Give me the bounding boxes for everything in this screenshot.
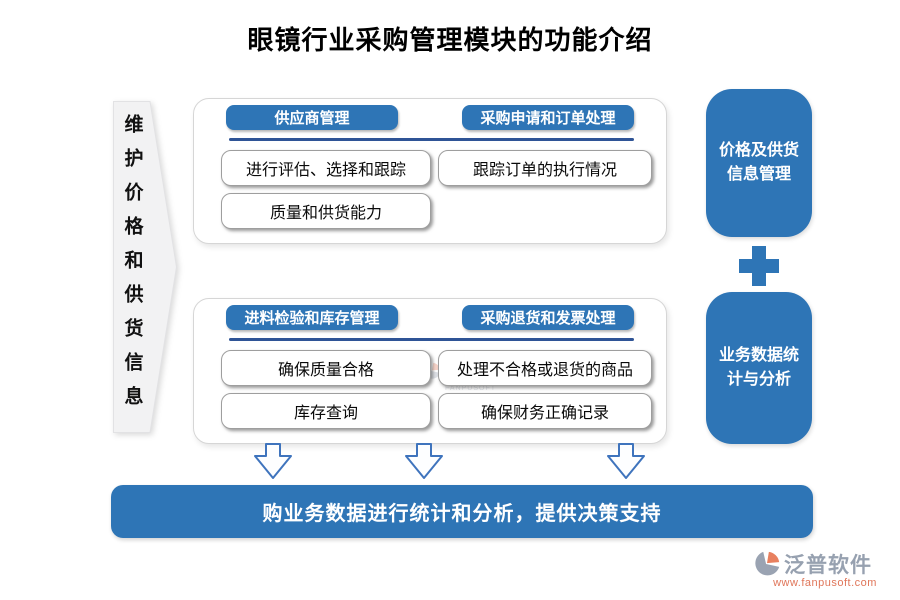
left-banner: 维护价格和供货信息 — [113, 101, 177, 433]
item-track-order-execution: 跟踪订单的执行情况 — [438, 150, 652, 186]
vendor-logo: 泛普软件 www.fanpusoft.com — [752, 549, 898, 589]
down-arrow-icon — [405, 443, 443, 479]
box-line: 信息管理 — [726, 166, 791, 183]
header-purchase-request-order: 采购申请和订单处理 — [462, 105, 634, 130]
panel-supplier-orders: 供应商管理 采购申请和订单处理 进行评估、选择和跟踪 跟踪订单的执行情况 质量和… — [193, 98, 667, 244]
plus-icon — [739, 246, 779, 286]
item-evaluate-select-track: 进行评估、选择和跟踪 — [221, 150, 431, 186]
summary-bar: 购业务数据进行统计和分析，提供决策支持 — [111, 485, 813, 538]
item-quality-supply-capacity: 质量和供货能力 — [221, 193, 431, 229]
box-line: 计与分析 — [726, 371, 791, 388]
panel-divider-line — [229, 138, 634, 141]
header-inspection-inventory: 进料检验和库存管理 — [226, 305, 398, 330]
banner-vertical-text: 维护价格和供货信息 — [121, 114, 143, 420]
panel-inspection-returns: 进料检验和库存管理 采购退货和发票处理 泛普软件 FANPUSOFT 确保质量合… — [193, 298, 667, 444]
item-handle-rejects-returns: 处理不合格或退货的商品 — [438, 350, 652, 386]
header-returns-invoice: 采购退货和发票处理 — [462, 305, 634, 330]
banner-arrow-shape — [113, 101, 177, 433]
item-ensure-quality: 确保质量合格 — [221, 350, 431, 386]
item-inventory-query: 库存查询 — [221, 393, 431, 429]
header-supplier-management: 供应商管理 — [226, 105, 398, 130]
watermark-sub-text: FANPUSOFT — [445, 385, 497, 392]
box-data-statistics-analysis: 业务数据统 计与分析 — [706, 292, 812, 444]
down-arrow-icon — [254, 443, 292, 479]
vendor-logo-url: www.fanpusoft.com — [773, 577, 877, 589]
vendor-logo-brand: 泛普软件 — [784, 554, 872, 577]
down-arrow-icon — [607, 443, 645, 479]
panel-divider-line — [229, 338, 634, 341]
box-line: 价格及供货 — [718, 142, 799, 159]
item-ensure-finance-records: 确保财务正确记录 — [438, 393, 652, 429]
summary-bar-text: 购业务数据进行统计和分析，提供决策支持 — [262, 503, 662, 525]
page-title: 眼镜行业采购管理模块的功能介绍 — [247, 25, 653, 55]
vendor-logo-icon — [755, 551, 780, 576]
box-line: 业务数据统 — [718, 347, 799, 364]
box-price-supply-info: 价格及供货 信息管理 — [706, 89, 812, 237]
